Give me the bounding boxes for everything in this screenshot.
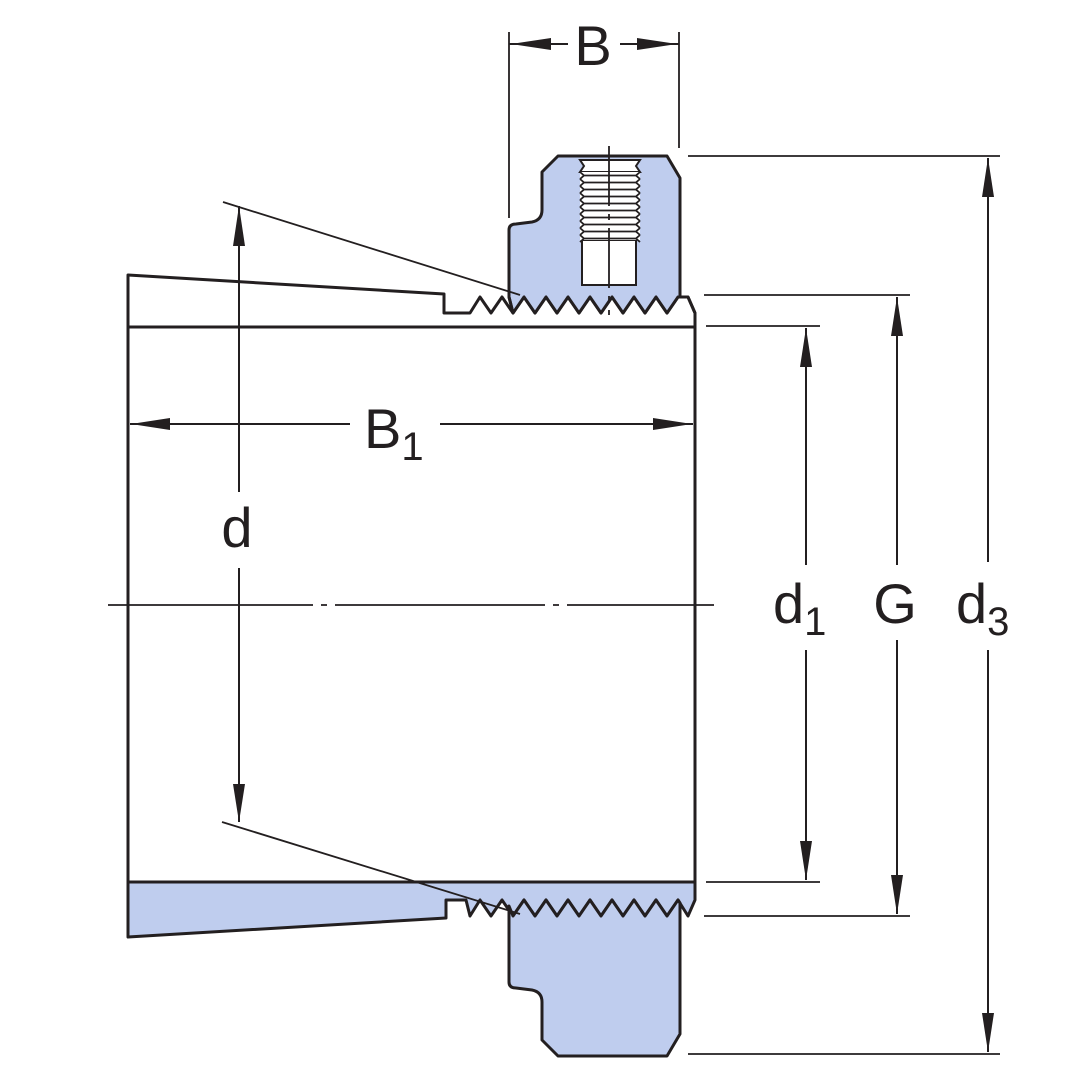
- dimension-B1: B1: [130, 397, 693, 469]
- dimension-d1: d1: [773, 328, 826, 880]
- lock-nut-lower: [507, 898, 682, 1058]
- label-d3: d3: [956, 572, 1009, 644]
- label-B1: B1: [364, 397, 424, 469]
- label-B: B: [574, 14, 611, 77]
- screw-thread-lines: [579, 171, 641, 243]
- taper-line-lower: [221, 821, 521, 915]
- dimension-d3: d3: [956, 158, 1009, 1052]
- extension-lines: [508, 32, 1000, 1055]
- label-d1: d1: [773, 572, 826, 644]
- dimension-G: G: [873, 297, 917, 914]
- locking-screw-hole: [578, 146, 642, 315]
- label-d: d: [221, 496, 252, 559]
- label-G: G: [873, 572, 917, 635]
- dimension-B: B: [509, 14, 679, 77]
- thread-teeth-upper: [507, 295, 697, 314]
- dimension-d: d: [221, 206, 253, 822]
- taper-line-upper: [222, 201, 521, 296]
